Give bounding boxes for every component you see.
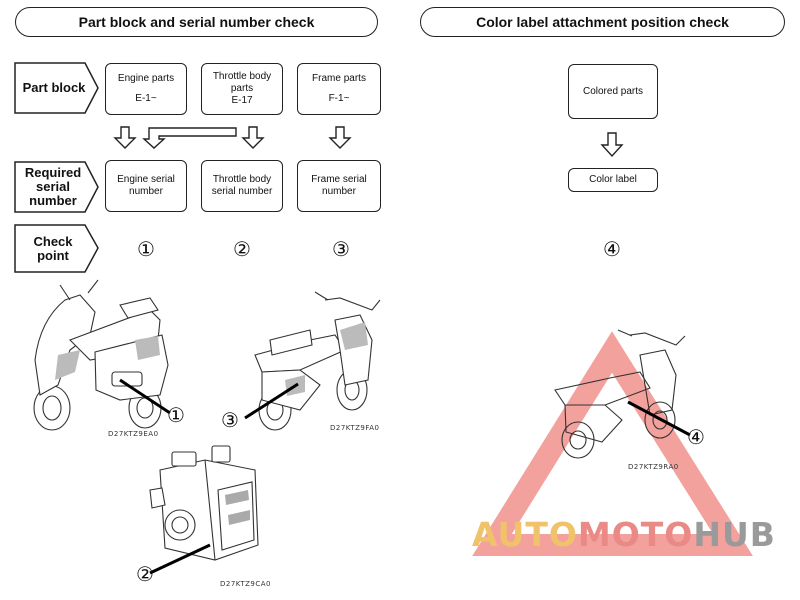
serial-throttle-body: Throttle body serial number [201,160,283,212]
part-block-throttle-body: Throttle body parts E-17 [201,63,283,115]
check-point-4: ④ [603,237,621,261]
colored-parts-text: Colored parts [582,85,644,97]
row-label-required-serial: Required serial number [24,165,82,208]
scooter-left-caption: D27KTZ9EA0 [108,430,159,438]
check-point-1: ① [137,237,155,261]
required-serial-arrow-shape [14,161,99,213]
color-label-text: Color label [589,174,637,185]
arrow-throttle-down [241,126,265,149]
serial-frame-text: Frame serial number [311,174,367,197]
part-block-engine-code: E-1~ [135,93,157,104]
serial-throttle-text: Throttle body serial number [211,174,273,197]
serial-frame: Frame serial number [297,160,381,212]
throttle-body-marker: ② [136,562,154,586]
header-left-text: Part block and serial number check [78,14,315,30]
part-block-throttle-name: Throttle body parts [212,71,272,94]
header-part-block-check: Part block and serial number check [15,7,378,37]
part-block-frame-name: Frame parts [312,73,366,84]
arrow-frame-down [328,126,352,149]
serial-engine: Engine serial number [105,160,187,212]
arrow-color-down [600,132,624,158]
throttle-body-caption: D27KTZ9CA0 [220,580,271,588]
check-point-arrow-shape [14,224,99,273]
watermark-moto: MOTO [577,515,694,554]
check-point-3: ③ [332,237,350,261]
arrow-throttle-to-engine [142,127,237,149]
watermark-auto: AUTO [472,515,578,554]
serial-engine-text: Engine serial number [117,174,175,197]
scooter-left-marker: ① [167,403,185,427]
scooter-label-caption: D27KTZ9RA0 [628,463,679,471]
part-block-engine: Engine parts E-1~ [105,63,187,115]
part-block-arrow-shape [14,62,99,114]
row-label-check-point: Check point [33,233,73,263]
part-block-engine-name: Engine parts [117,73,175,84]
header-right-text: Color label attachment position check [476,14,729,30]
watermark-text: AUTOMOTOHUB [472,515,776,554]
scooter-right-caption: D27KTZ9FA0 [330,424,380,432]
row-label-part-block: Part block [22,80,86,95]
part-block-frame: Frame parts F-1~ [297,63,381,115]
part-block-frame-code: F-1~ [328,93,350,104]
colored-parts-box: Colored parts [568,64,658,119]
header-color-label-check: Color label attachment position check [420,7,785,37]
watermark-hub: HUB [693,515,776,554]
color-label-box: Color label [568,168,658,192]
check-point-2: ② [233,237,251,261]
arrow-engine-down [113,126,137,149]
part-block-throttle-code: E-17 [231,95,253,106]
scooter-right-marker: ③ [221,408,239,432]
scooter-label-marker: ④ [687,425,705,449]
